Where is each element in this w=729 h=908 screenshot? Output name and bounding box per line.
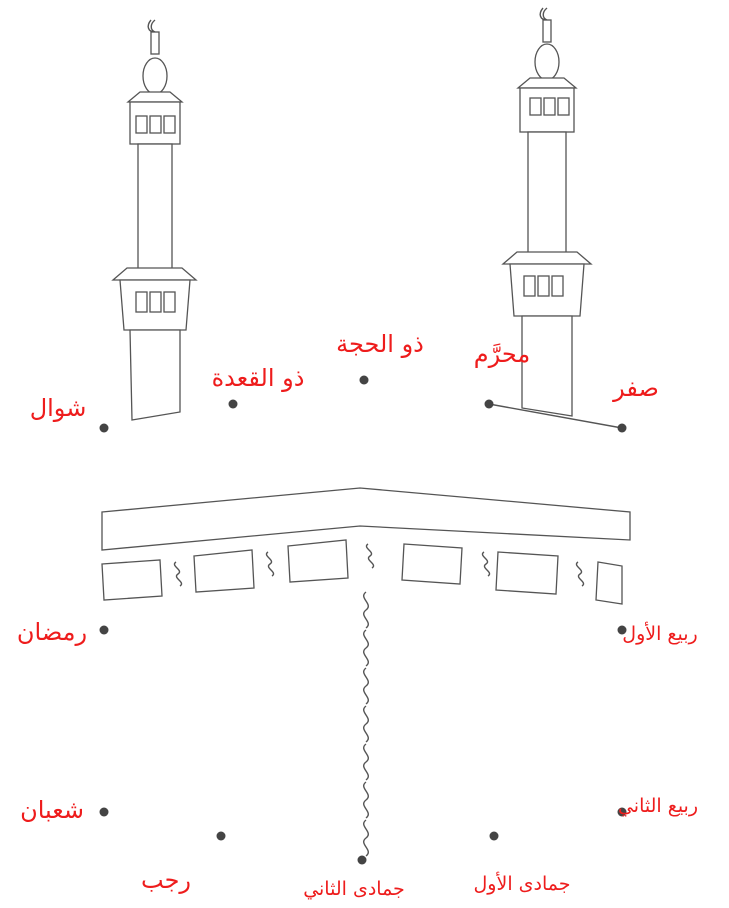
crescent-right-icon [540,8,547,20]
label-safar: صفر [612,374,659,402]
label-dhu-al-hijjah: ذو الحجة [336,330,424,358]
label-muharram: محرَّم [474,340,530,368]
dot-rajab[interactable] [217,832,226,841]
minaret-left-icon [113,20,196,420]
label-rajab: رجب [141,866,191,894]
dot-safar[interactable] [618,424,627,433]
label-ramadan: رمضان [17,618,87,646]
dot-dhu-al-qadah[interactable] [229,400,238,409]
label-rabi-al-thani: ربيع الثاني [618,795,698,817]
label-dhu-al-qadah: ذو القعدة [212,364,305,392]
dot-dhu-al-hijjah[interactable] [360,376,369,385]
dot-shaban[interactable] [100,808,109,817]
label-shawwal: شوال [30,394,87,422]
label-shaban: شعبان [20,796,84,824]
label-rabi-al-awwal: ربيع الأول [622,622,697,645]
kaaba-icon [102,488,630,856]
label-jumada-al-thani: جمادى الثاني [303,878,405,900]
center-ornament-column-icon [364,592,369,856]
dot-muharram[interactable] [485,400,494,409]
crescent-left-icon [148,20,155,32]
label-jumada-al-ula: جمادى الأول [474,872,571,895]
dot-ramadan[interactable] [100,626,109,635]
dot-jumada-al-ula[interactable] [490,832,499,841]
dot-jumada-al-thani[interactable] [358,856,367,865]
dot-shawwal[interactable] [100,424,109,433]
